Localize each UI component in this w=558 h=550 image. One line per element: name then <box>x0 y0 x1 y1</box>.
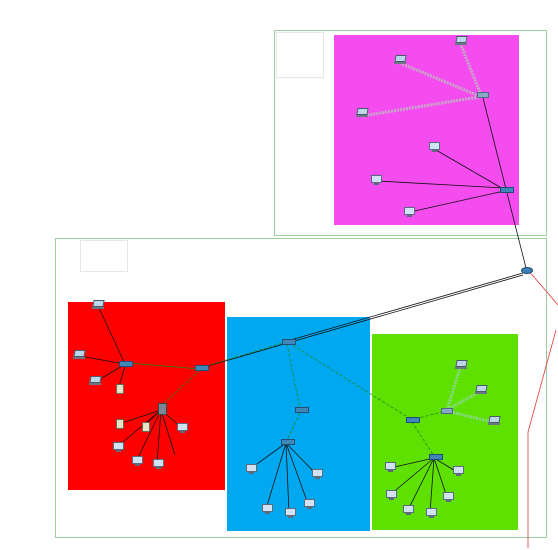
laptop-icon[interactable] <box>356 108 369 124</box>
link <box>135 409 162 463</box>
switch-icon[interactable] <box>499 184 514 200</box>
pc-icon[interactable] <box>176 423 188 439</box>
link <box>409 190 505 213</box>
link <box>265 442 287 510</box>
link <box>377 180 505 189</box>
laptop-icon[interactable] <box>455 360 468 376</box>
remote-cluster-boundary <box>274 30 547 236</box>
switch-icon[interactable] <box>405 414 420 430</box>
access-point-icon[interactable] <box>440 404 453 420</box>
remote-cluster-note <box>276 32 324 78</box>
pc-icon[interactable] <box>425 508 437 524</box>
link <box>433 457 448 498</box>
router-icon[interactable] <box>520 265 533 281</box>
link <box>407 457 435 511</box>
switch-icon[interactable] <box>280 436 295 452</box>
pc-icon[interactable] <box>303 499 315 515</box>
pc-icon[interactable] <box>385 490 397 506</box>
laptop-icon[interactable] <box>394 55 407 71</box>
ip-phone-icon[interactable] <box>112 419 124 435</box>
ip-phone-icon[interactable] <box>112 384 124 400</box>
link <box>389 457 435 469</box>
pc-icon[interactable] <box>403 207 415 223</box>
link <box>286 343 301 410</box>
wireless-link <box>446 390 480 412</box>
pc-icon[interactable] <box>428 142 440 158</box>
wireless-link <box>361 95 480 118</box>
switch-icon[interactable] <box>194 362 209 378</box>
link <box>79 355 125 365</box>
link <box>411 421 435 457</box>
switch-icon[interactable] <box>281 336 296 352</box>
pc-icon[interactable] <box>152 459 164 475</box>
pc-icon[interactable] <box>261 504 273 520</box>
switch-icon[interactable] <box>294 404 309 420</box>
link <box>160 409 176 456</box>
wireless-link <box>399 61 480 98</box>
laptop-icon[interactable] <box>455 36 468 52</box>
server-icon[interactable] <box>155 403 167 419</box>
pc-icon[interactable] <box>402 505 414 521</box>
link <box>286 272 524 342</box>
link <box>98 307 126 365</box>
ip-phone-icon[interactable] <box>138 422 150 438</box>
zone-red <box>68 302 225 490</box>
pc-icon[interactable] <box>112 442 124 458</box>
laptop-icon[interactable] <box>89 376 102 392</box>
zone-magenta <box>334 35 519 225</box>
wan-link <box>527 269 558 548</box>
pc-icon[interactable] <box>442 492 454 508</box>
link <box>116 409 162 448</box>
link <box>429 457 435 514</box>
switch-icon[interactable] <box>118 358 133 374</box>
laptop-icon[interactable] <box>73 350 86 366</box>
pc-icon[interactable] <box>245 464 257 480</box>
wireless-link <box>446 409 493 424</box>
pc-icon[interactable] <box>131 456 143 472</box>
pc-icon[interactable] <box>384 462 396 478</box>
link <box>482 97 507 190</box>
laptop-icon[interactable] <box>92 300 105 316</box>
pc-icon[interactable] <box>284 508 296 524</box>
link <box>156 409 162 465</box>
link <box>127 362 201 370</box>
link <box>160 370 200 407</box>
switch-icon[interactable] <box>428 451 443 467</box>
link <box>285 442 317 475</box>
link <box>285 442 309 505</box>
link <box>506 192 527 269</box>
pc-icon[interactable] <box>452 466 464 482</box>
link <box>200 274 524 369</box>
laptop-icon[interactable] <box>475 385 488 401</box>
laptop-icon[interactable] <box>488 416 501 432</box>
access-point-icon[interactable] <box>476 88 489 104</box>
main-cluster-boundary <box>55 238 547 538</box>
link <box>288 342 410 419</box>
pc-icon[interactable] <box>370 175 382 191</box>
link <box>389 457 435 496</box>
link <box>202 341 287 368</box>
pc-icon[interactable] <box>311 469 323 485</box>
link <box>285 442 290 514</box>
wireless-link <box>445 367 462 411</box>
main-cluster-note <box>80 240 128 272</box>
link <box>118 409 162 425</box>
link <box>435 149 506 191</box>
